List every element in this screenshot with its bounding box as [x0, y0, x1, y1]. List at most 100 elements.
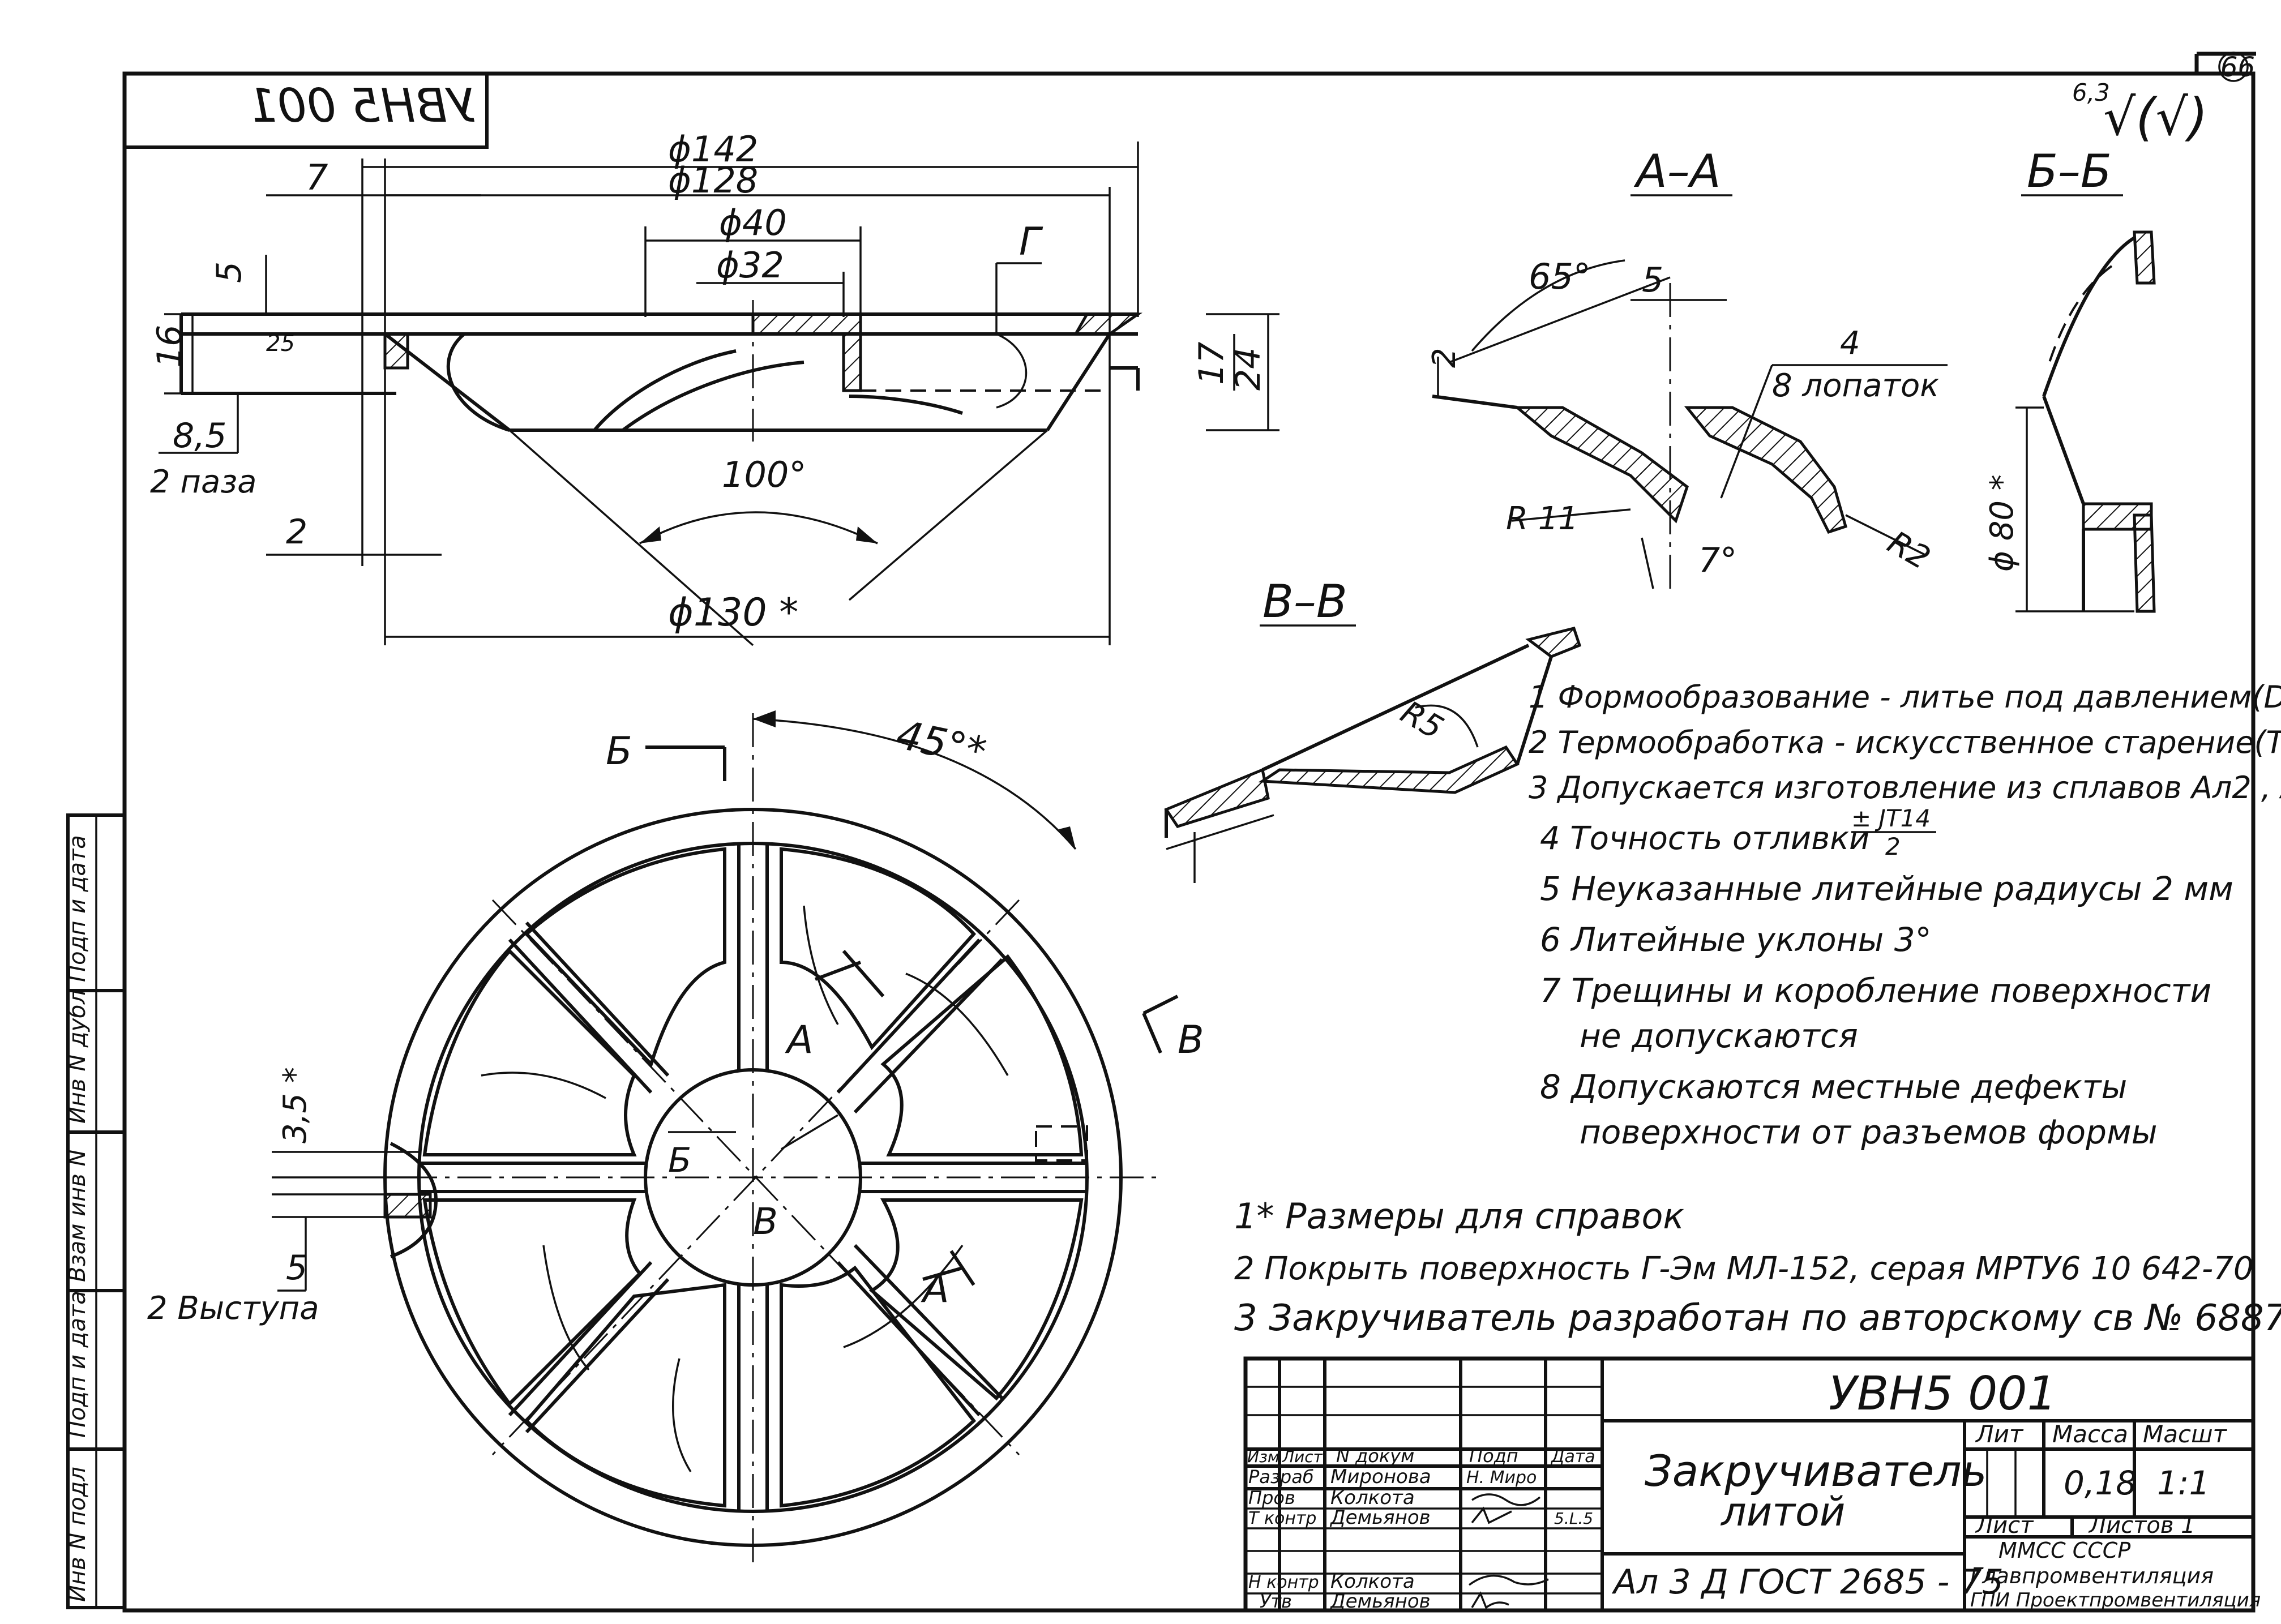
note-6: 6 Литейные уклоны 3° [1540, 920, 1932, 959]
aa-d2: 2 [1426, 348, 1463, 368]
extra-note-2: 2 Покрыть поверхность Г-Эм МЛ-152, серая… [1234, 1250, 2253, 1287]
side-stamp-replace: Взам инв N [65, 1150, 91, 1282]
aa-d5: 5 [1642, 260, 1663, 300]
name-nkontr: Колкота [1330, 1570, 1415, 1593]
extra-note-3: 3 Закручиватель разработан по авторскому… [1234, 1297, 2281, 1339]
dim-h5: 5 [209, 262, 249, 283]
note-3: 3 Допускается изготовление из сплавов Ал… [1529, 770, 2281, 805]
title-code: УВН5 001 [1829, 1367, 2057, 1421]
section-v-v: В–В R5 [1164, 575, 1582, 883]
title-material: Ал 3 Д ГОСТ 2685 - 75 [1611, 1562, 2004, 1602]
role-utv: Утв [1260, 1591, 1292, 1612]
title-sheet-label: Лист [1975, 1512, 2034, 1539]
plan-label-v-right: В [1178, 1018, 1204, 1062]
header-date: Дата [1550, 1447, 1595, 1467]
vv-r5: R5 [1394, 694, 1449, 747]
dim-h24: 24 [1229, 348, 1268, 391]
name-prov: Колкота [1330, 1486, 1415, 1509]
extra-notes: 1* Размеры для справок 2 Покрыть поверхн… [1234, 1195, 2281, 1339]
dim-r25: 25 [266, 331, 295, 357]
section-bb-title: Б–Б [2027, 145, 2112, 198]
blade-windows [422, 847, 1084, 1508]
aa-angle7: 7° [1698, 541, 1737, 580]
section-vv-title: В–В [1263, 575, 1347, 628]
section-b-b: Б–Б ϕ 80 * [1984, 145, 2156, 613]
plan-protrusion-label: 2 Выступа [147, 1290, 319, 1327]
name-tkontr: Демьянов [1329, 1506, 1431, 1529]
roughness-value: 6,3 [2072, 79, 2110, 106]
date-mark: 5.L.5 [1554, 1509, 1593, 1528]
role-tkontr: Т контр [1248, 1509, 1316, 1528]
aa-blades-count: 4 [1840, 325, 1860, 362]
tolerance-numerator: ± JT14 [1851, 804, 1931, 832]
aa-r2: R2 [1881, 524, 1936, 577]
roughness-mark: √(√) [2103, 88, 2208, 147]
header-list: Лист [1282, 1447, 1323, 1466]
plan-label-v-center: В [753, 1201, 778, 1243]
header-izm: Изм [1247, 1447, 1279, 1466]
detail-g-label: Г [1019, 220, 1043, 264]
plan-label-b-center: Б [668, 1141, 691, 1180]
dim-w7: 7 [306, 157, 328, 198]
signature-scribble [1471, 1493, 1541, 1506]
title-lit-label: Лит [1975, 1420, 2024, 1448]
plan-d3-5: 3,5 * [277, 1067, 314, 1143]
note-4: 4 Точность отливки [1540, 820, 1869, 857]
note-7b: не допускаются [1580, 1017, 1858, 1055]
plan-angle45: 45°* [892, 711, 990, 775]
roughness-symbol: 6,3 √(√) [2072, 79, 2208, 147]
note-2: 2 Термообработка - искусственное старени… [1529, 725, 2281, 760]
title-org-line3: ГПИ Проектпромвентиляция [1970, 1589, 2261, 1612]
section-a-a: А–А 65° 5 2 4 8 лопаток R 11 R2 7° [1426, 145, 1948, 589]
title-name-line1: Закручиватель [1645, 1446, 1987, 1496]
dim-w2: 2 [286, 512, 307, 552]
title-scale-value: 1:1 [2157, 1464, 2210, 1502]
side-stamp-inv: Инв N подл [65, 1467, 91, 1602]
dim-h17: 17 [1192, 342, 1231, 385]
dim-angle100: 100° [722, 454, 806, 495]
title-sheets-label: Листов 1 [2088, 1512, 2196, 1539]
note-1: 1 Формообразование - литье под давлением… [1529, 679, 2281, 715]
role-razrab: Разраб [1248, 1466, 1314, 1488]
dim-d142: ϕ142 [668, 128, 758, 170]
signature-scribble-2 [1471, 1506, 1512, 1524]
plan-d5: 5 [286, 1248, 307, 1288]
name-razrab: Миронова [1330, 1466, 1431, 1488]
side-stamp-dup: Инв N дубл [65, 989, 91, 1124]
note-5: 5 Неуказанные литейные радиусы 2 мм [1540, 869, 2233, 908]
title-block: УВН5 001 Закручиватель литой Ал 3 Д ГОСТ… [1243, 1356, 2261, 1613]
plan-label-a-upper: А [785, 1018, 814, 1062]
dim-d130: ϕ130 * [668, 590, 798, 635]
signature-scribble-4 [1471, 1591, 1509, 1609]
groove-label: 2 паза [150, 464, 256, 500]
tolerance-denominator: 2 [1885, 833, 1901, 860]
dim-h16: 16 [150, 325, 190, 368]
plan-label-b-top: Б [606, 729, 632, 774]
signature-scribble-3 [1468, 1575, 1549, 1586]
side-stamp-sign2: Подп и дата [65, 835, 91, 982]
dim-d8-5: 8,5 [173, 416, 226, 456]
side-stamp-sign: Подп и дата [65, 1291, 91, 1438]
dim-d40: ϕ40 [719, 202, 787, 243]
section-aa-title: А–А [1633, 145, 1721, 198]
aa-angle65: 65° [1529, 256, 1591, 297]
aa-blades-label: 8 лопаток [1772, 367, 1939, 404]
technical-notes: 1 Формообразование - литье под давлением… [1529, 679, 2281, 1151]
title-mass-value: 0,18 [2064, 1464, 2137, 1502]
aa-r11: R 11 [1506, 500, 1578, 537]
bb-d80: ϕ 80 * [1984, 474, 2021, 572]
dim-d32: ϕ32 [716, 245, 784, 286]
title-name-line2: литой [1720, 1489, 1845, 1535]
dim-d128: ϕ128 [668, 160, 758, 201]
title-scale-label: Масшт [2143, 1420, 2227, 1448]
header-sign: Подп [1469, 1445, 1518, 1467]
plan-view: 45°* Б Б В В А А 3,5 * 5 2 Выступа [147, 710, 1204, 1562]
note-7: 7 Трещины и коробление поверхности [1540, 971, 2211, 1010]
name-utv: Демьянов [1329, 1590, 1431, 1613]
extra-note-1: 1* Размеры для справок [1234, 1195, 1684, 1237]
role-prov: Пров [1248, 1487, 1295, 1509]
role-nkontr: Н контр [1248, 1572, 1319, 1592]
side-stamp: Инв N подл Подп и дата Взам инв N Инв N … [65, 813, 126, 1609]
mirrored-drawing-code: УВН5 001 [247, 79, 476, 133]
